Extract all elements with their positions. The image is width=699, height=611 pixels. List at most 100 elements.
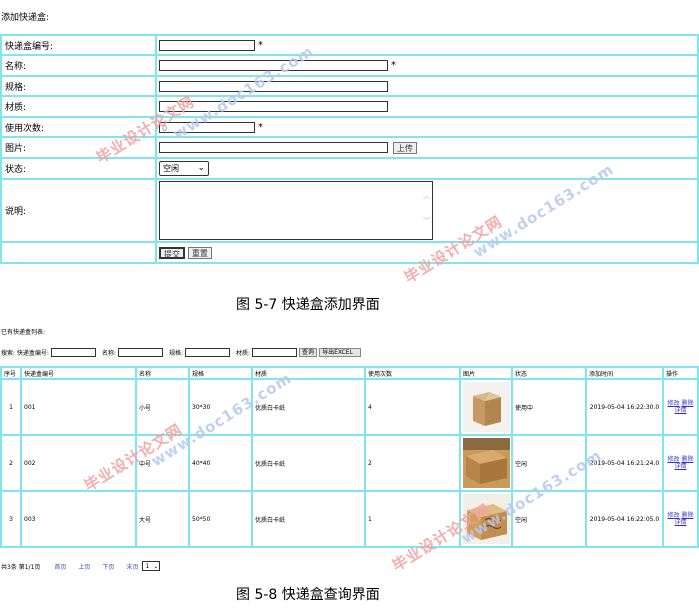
scroll-down-icon[interactable]: ﹀ xyxy=(423,217,430,225)
delete-link[interactable]: 删除 xyxy=(681,400,694,407)
delete-link[interactable]: 删除 xyxy=(681,456,694,463)
row-status: 空闲 xyxy=(511,434,587,492)
row-ops: 修改 删除 详情 xyxy=(662,490,699,548)
code-label: 快递盒编号: xyxy=(0,34,157,56)
row-no: 2 xyxy=(0,434,22,492)
edit-link[interactable]: 修改 xyxy=(667,512,680,519)
box-thumbnail-image xyxy=(463,438,510,488)
search-code-input[interactable] xyxy=(50,347,96,357)
spec-input[interactable] xyxy=(159,80,388,92)
code-input[interactable] xyxy=(159,39,255,51)
upload-button[interactable]: 上传 xyxy=(392,141,417,154)
search-material-label: 材质: xyxy=(236,349,251,357)
search-spec-label: 规格: xyxy=(168,349,184,357)
usage-cell: 0* xyxy=(155,116,699,138)
prev-page-link[interactable]: 上页 xyxy=(78,563,91,571)
row-code: 001 xyxy=(20,378,137,436)
material-label: 材质: xyxy=(0,95,157,118)
name-label: 名称: xyxy=(0,54,157,77)
search-bar: 搜索: 快递盒编号: 名称: 规格: 材质: 查询 导出EXCEL xyxy=(1,346,362,358)
row-usage: 4 xyxy=(364,378,461,436)
row-name: 大号 xyxy=(135,490,190,548)
col-header: 状态 xyxy=(511,366,587,380)
row-spec: 30*30 xyxy=(188,378,253,436)
material-cell xyxy=(155,95,699,118)
detail-link[interactable]: 详情 xyxy=(674,407,687,414)
scroll-up-icon[interactable]: ︿ xyxy=(423,192,430,200)
search-material-input[interactable] xyxy=(252,347,298,357)
figure-caption-add: 图 5-7 快递盒添加界面 xyxy=(236,297,380,313)
row-image-cell xyxy=(459,434,513,492)
last-page-link[interactable]: 末页 xyxy=(126,563,139,571)
col-header: 材质 xyxy=(251,366,366,380)
status-label: 状态: xyxy=(0,157,157,180)
col-header: 添加时间 xyxy=(585,366,664,380)
detail-link[interactable]: 详情 xyxy=(674,463,687,470)
usage-input[interactable]: 0 xyxy=(159,121,255,133)
row-no: 3 xyxy=(0,490,22,548)
row-image-cell xyxy=(459,490,513,548)
row-status: 使用中 xyxy=(511,378,587,436)
row-status: 空闲 xyxy=(511,490,587,548)
name-input[interactable] xyxy=(159,60,388,71)
required-mark: * xyxy=(258,121,263,133)
edit-link[interactable]: 修改 xyxy=(667,456,680,463)
reset-button[interactable]: 重置 xyxy=(187,246,212,259)
list-title: 已有快递盒列表: xyxy=(1,329,46,336)
page-select[interactable]: 1⌄ xyxy=(142,561,161,571)
pagination: 共3条 第1/1页 首页 上页 下页 末页 1⌄ xyxy=(1,561,161,571)
row-no: 1 xyxy=(0,378,22,436)
row-code: 002 xyxy=(20,434,137,492)
image-cell: 上传 xyxy=(155,136,699,159)
code-cell: * xyxy=(155,34,699,56)
row-material: 优质白卡纸 xyxy=(251,434,366,492)
add-form-table: 快递盒编号: * 名称: * 规格: 材质: 使用次数: 0* 图片: 上传 xyxy=(0,34,699,264)
next-page-link[interactable]: 下页 xyxy=(102,563,115,571)
desc-textarea[interactable]: ︿ ﹀ xyxy=(159,181,433,240)
export-excel-button[interactable]: 导出EXCEL xyxy=(319,347,362,357)
table-row: 1 001 小号 30*30 优质白卡纸 4 使用中 2019-05-04 16… xyxy=(0,378,699,436)
submit-button[interactable]: 提交 xyxy=(159,246,185,259)
row-name: 小号 xyxy=(135,378,190,436)
table-header-row: 序号 快递盒编号 名称 规格 材质 使用次数 图片 状态 添加时间 操作 xyxy=(0,366,699,380)
row-time: 2019-05-04 16:22:05.0 xyxy=(585,490,664,548)
search-name-input[interactable] xyxy=(117,347,163,357)
col-header: 快递盒编号 xyxy=(20,366,137,380)
image-path-input[interactable] xyxy=(159,142,388,153)
row-spec: 50*50 xyxy=(188,490,253,548)
image-label: 图片: xyxy=(0,136,157,159)
row-spec: 40*40 xyxy=(188,434,253,492)
col-header: 名称 xyxy=(135,366,190,380)
row-usage: 1 xyxy=(364,490,461,548)
figure-caption-query: 图 5-8 快递盒查询界面 xyxy=(236,587,380,603)
first-page-link[interactable]: 首页 xyxy=(54,563,67,571)
material-input[interactable] xyxy=(159,101,388,112)
table-row: 2 002 中号 40*40 优质白卡纸 2 空闲 2019-05-04 16:… xyxy=(0,434,699,492)
form-title: 添加快递盒: xyxy=(1,13,50,23)
search-name-label: 名称: xyxy=(101,349,116,357)
col-header: 操作 xyxy=(662,366,699,380)
status-selected-value: 空闲 xyxy=(163,164,179,173)
row-image-cell xyxy=(459,378,513,436)
col-header: 规格 xyxy=(188,366,253,380)
row-ops: 修改 删除 详情 xyxy=(662,434,699,492)
query-button[interactable]: 查询 xyxy=(299,347,318,357)
detail-link[interactable]: 详情 xyxy=(674,519,687,526)
search-code-label: 搜索: 快递盒编号: xyxy=(1,349,49,357)
row-code: 003 xyxy=(20,490,137,548)
actions-label-cell xyxy=(0,241,157,264)
col-header: 图片 xyxy=(459,366,513,380)
row-usage: 2 xyxy=(364,434,461,492)
box-thumbnail-image xyxy=(463,382,510,432)
col-header: 序号 xyxy=(0,366,22,380)
row-material: 优质白卡纸 xyxy=(251,378,366,436)
col-header: 使用次数 xyxy=(364,366,461,380)
status-select[interactable]: 空闲⌄ xyxy=(159,161,209,176)
row-ops: 修改 删除 详情 xyxy=(662,378,699,436)
edit-link[interactable]: 修改 xyxy=(667,400,680,407)
delete-link[interactable]: 删除 xyxy=(681,512,694,519)
required-mark: * xyxy=(258,39,263,51)
spec-label: 规格: xyxy=(0,75,157,97)
search-spec-input[interactable] xyxy=(185,347,231,357)
chevron-down-icon: ⌄ xyxy=(153,563,159,570)
